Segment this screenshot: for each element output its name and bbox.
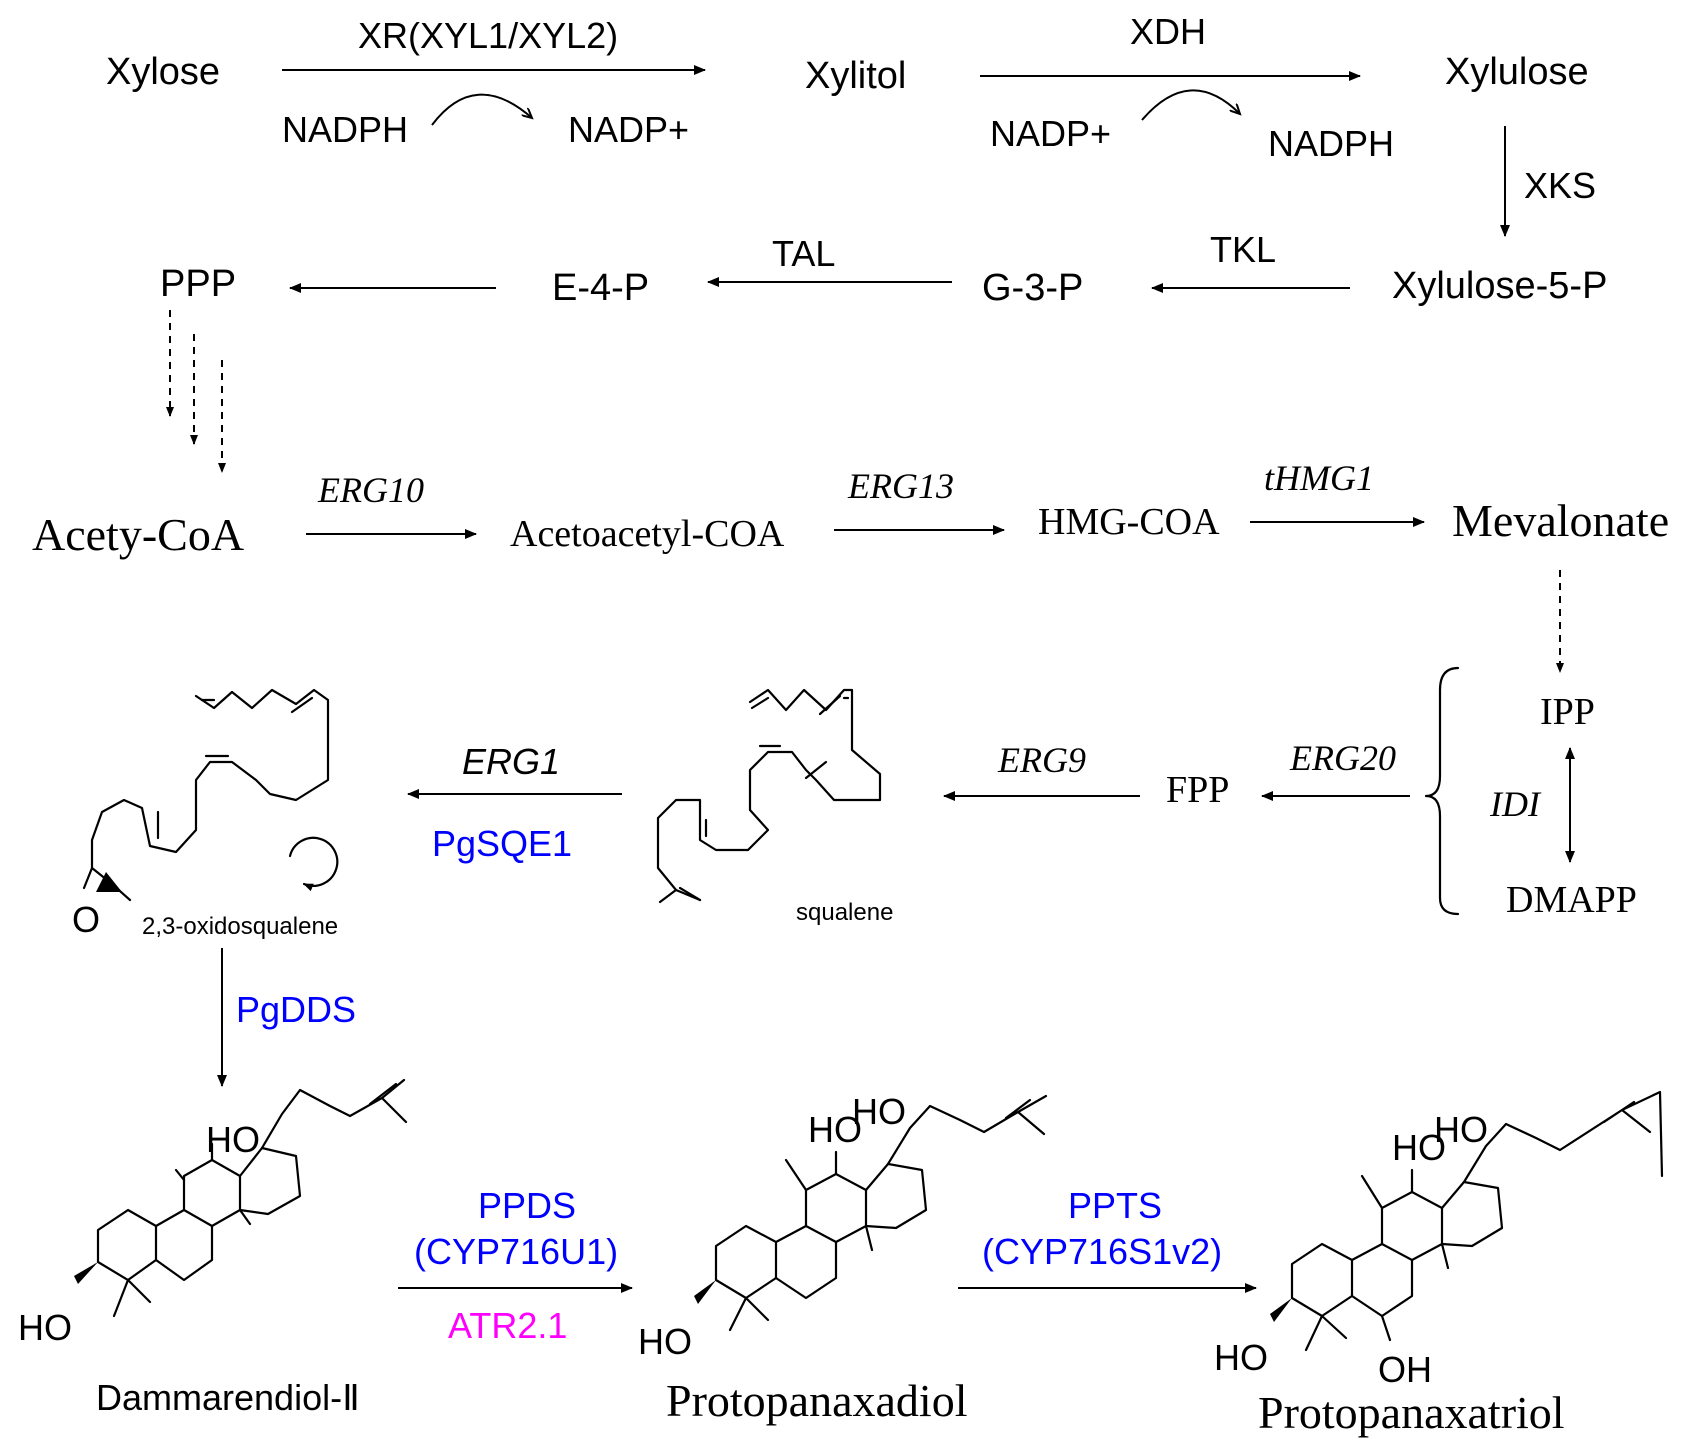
- enzyme-xr: XR(XYL1/XYL2): [358, 15, 618, 56]
- label-dmapp: DMAPP: [1506, 879, 1637, 921]
- oxidosqualene-structure: O 2,3-oxidosqualene: [72, 688, 339, 940]
- ho-c12-ppt: HO: [1392, 1127, 1446, 1168]
- enzyme-idi: IDI: [1489, 784, 1542, 824]
- cofactor-curve-arrow-1: [431, 93, 532, 126]
- enzyme-erg1: ERG1: [462, 741, 560, 782]
- ho-c3-ppd: HO: [638, 1321, 692, 1362]
- enzyme-erg13: ERG13: [847, 466, 954, 506]
- label-fpp: FPP: [1166, 769, 1229, 811]
- ho-c20-dammarendiol: HO: [206, 1119, 260, 1160]
- label-ppp: PPP: [160, 263, 236, 305]
- oxygen-atom: O: [72, 899, 100, 940]
- enzyme-erg10: ERG10: [317, 470, 424, 510]
- label-xylose: Xylose: [106, 51, 220, 93]
- protopanaxatriol-structure: HO HO HO OH Protopanaxatriol: [1214, 1090, 1664, 1438]
- cofactor-curve-arrow-2: [1141, 89, 1240, 121]
- squalene-structure: squalene: [656, 688, 893, 926]
- label-mevalonate: Mevalonate: [1452, 495, 1669, 546]
- enzyme-cyp716s1v2: (CYP716S1v2): [982, 1231, 1222, 1272]
- label-ipp: IPP: [1540, 691, 1595, 733]
- ho-c3-ppt: HO: [1214, 1337, 1268, 1378]
- protopanaxadiol-structure: HO HO HO Protopanaxadiol: [638, 1091, 1048, 1426]
- label-xylitol: Xylitol: [805, 55, 906, 97]
- label-2-3-oxidosqualene: 2,3-oxidosqualene: [142, 913, 338, 940]
- enzyme-tkl: TKL: [1210, 229, 1276, 270]
- ho-c20-ppd: HO: [852, 1091, 906, 1132]
- label-hmg-coa: HMG-COA: [1038, 501, 1220, 543]
- label-acety-coa: Acety-CoA: [32, 509, 244, 560]
- label-e-4-p: E-4-P: [552, 267, 649, 309]
- enzyme-xdh: XDH: [1130, 11, 1206, 52]
- enzyme-ppts: PPTS: [1068, 1185, 1162, 1226]
- dammarendiol-structure: HO HO Dammarendiol-Ⅱ: [18, 1078, 408, 1418]
- ho-c12-ppd: HO: [808, 1109, 862, 1150]
- enzyme-ppds: PPDS: [478, 1185, 576, 1226]
- ho-c20-ppt: HO: [1434, 1109, 1488, 1150]
- label-acetoacetyl-coa: Acetoacetyl-COA: [510, 513, 785, 555]
- enzyme-tal: TAL: [772, 233, 835, 274]
- enzyme-erg9: ERG9: [997, 740, 1086, 780]
- enzyme-pgsqe1: PgSQE1: [432, 823, 572, 864]
- oh-c6-ppt: OH: [1378, 1349, 1432, 1390]
- curly-brace: [1424, 666, 1460, 916]
- label-squalene: squalene: [796, 899, 893, 926]
- enzyme-thmg1: tHMG1: [1264, 458, 1374, 498]
- label-g-3-p: G-3-P: [982, 267, 1083, 309]
- ho-c3-dammarendiol: HO: [18, 1307, 72, 1348]
- label-xylulose-5-p: Xylulose-5-P: [1392, 265, 1607, 307]
- cofactor-nadph-in: NADPH: [282, 109, 408, 150]
- enzyme-erg20: ERG20: [1289, 738, 1396, 778]
- label-protopanaxadiol: Protopanaxadiol: [666, 1375, 968, 1426]
- cofactor-nadp-out: NADP+: [568, 109, 689, 150]
- enzyme-pgdds: PgDDS: [236, 989, 356, 1030]
- cofactor-nadp-in: NADP+: [990, 113, 1111, 154]
- cofactor-nadph-out: NADPH: [1268, 123, 1394, 164]
- label-dammarendiol: Dammarendiol-Ⅱ: [96, 1377, 360, 1418]
- label-protopanaxatriol: Protopanaxatriol: [1258, 1387, 1565, 1438]
- label-xylulose: Xylulose: [1445, 51, 1589, 93]
- enzyme-atr2-1: ATR2.1: [448, 1305, 567, 1346]
- enzyme-cyp716u1: (CYP716U1): [414, 1231, 618, 1272]
- enzyme-xks: XKS: [1524, 165, 1596, 206]
